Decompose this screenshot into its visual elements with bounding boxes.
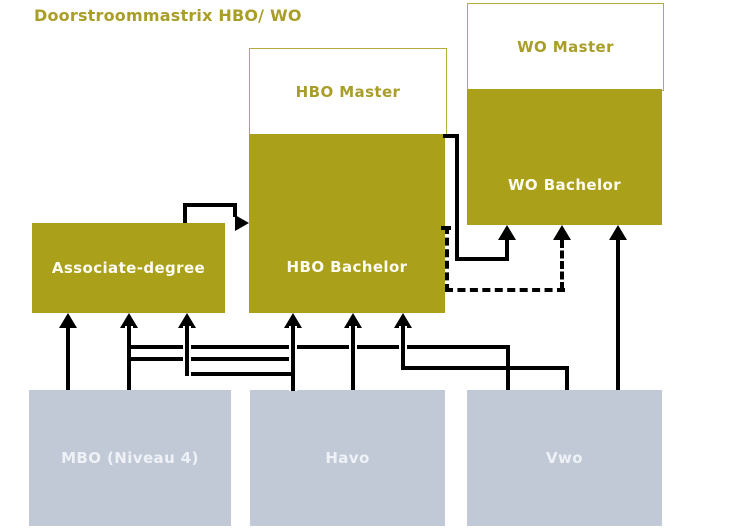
box-mbo: MBO (Niveau 4) (29, 390, 231, 526)
wo-bachelor-label: WO Bachelor (507, 176, 622, 194)
mbo-label: MBO (Niveau 4) (61, 449, 199, 467)
box-wo-bachelor: WO Bachelor (467, 89, 662, 225)
box-hbo-bachelor: HBO Bachelor (249, 134, 445, 313)
box-associate-degree: Associate-degree (32, 223, 225, 313)
hbo-master-label: HBO Master (295, 83, 401, 101)
associate-degree-label: Associate-degree (51, 259, 206, 277)
box-wo-master: WO Master (467, 3, 664, 91)
vwo-label: Vwo (546, 449, 583, 467)
wo-master-label: WO Master (517, 38, 614, 56)
box-havo: Havo (250, 390, 445, 526)
hbo-bachelor-label: HBO Bachelor (286, 258, 408, 276)
box-vwo: Vwo (467, 390, 662, 526)
box-hbo-master: HBO Master (249, 48, 447, 136)
havo-label: Havo (325, 449, 370, 467)
diagram-title: Doorstroommastrix HBO/ WO (34, 6, 302, 25)
